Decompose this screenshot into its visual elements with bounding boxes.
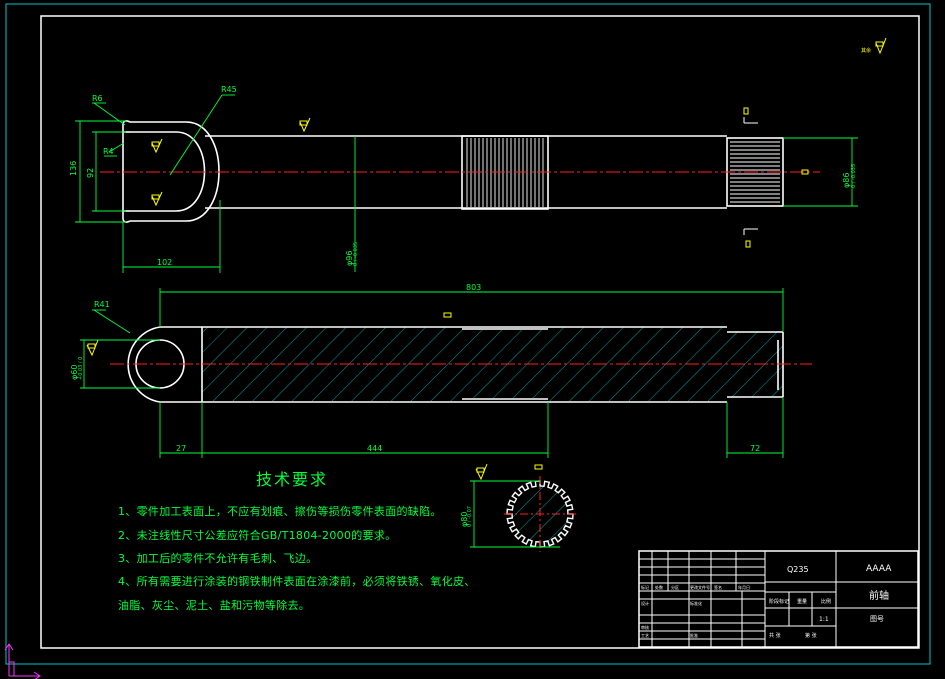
top-dimensions [75, 94, 858, 273]
dim-phi96: φ96 [345, 251, 354, 266]
svg-text:其余: 其余 [861, 47, 871, 54]
tech-requirement-line-4: 4、所有需要进行涂装的钢铁制件表面在涂漆前，必须将铁锈、氧化皮、 [118, 575, 476, 588]
zone-label: 分区 [671, 584, 679, 590]
spline-dim-labels: φ80 0 / -0.07 [460, 506, 473, 527]
tech-requirement-line-1: 1、零件加工表面上，不应有划痕、擦伤等损伤零件表面的缺陷。 [118, 505, 442, 518]
dim-92: 92 [86, 168, 95, 178]
review-label: 审核 [641, 624, 649, 630]
section-dim-labels: 803 27 444 72 R41 φ60 +0.03 / 0 [70, 283, 760, 453]
sign-label: 签名 [714, 584, 722, 590]
dim-phi80: φ80 [460, 512, 469, 527]
roughness-symbols: 其余 [86, 37, 887, 481]
tech-requirement-line-3: 3、加工后的零件不允许有毛刺、飞边。 [118, 552, 318, 565]
dim-r4: R4 [103, 147, 114, 156]
title-block [638, 550, 919, 648]
count-label: 处数 [655, 584, 663, 590]
standard-label: 标准化 [690, 600, 702, 606]
stage-label: 阶段标记 [769, 598, 789, 605]
dim-r41: R41 [94, 300, 110, 309]
section-marks [743, 117, 758, 235]
section-view [110, 326, 812, 403]
design-label: 设计 [641, 600, 649, 606]
dim-phi86: φ86 [842, 173, 851, 188]
change-doc-label: 更改文件号 [690, 584, 710, 590]
tech-requirements-title: 技术要求 [256, 470, 329, 489]
dim-72: 72 [750, 444, 760, 453]
material: Q235 [787, 565, 809, 574]
sheet-label: 第 张 [805, 632, 817, 639]
tech-requirement-line-2: 2、未注线性尺寸公差应符合GB/T1804-2000的要求。 [118, 529, 397, 542]
dim-803: 803 [466, 283, 481, 292]
drawing-frame [40, 15, 920, 649]
ucs-icon [4, 643, 41, 679]
rev-label: 标记 [641, 584, 649, 590]
drawing-no-label: 图号 [870, 615, 884, 623]
dim-136: 136 [69, 161, 78, 176]
dim-phi60-tol: +0.03 / 0 [78, 357, 84, 380]
process-label: 工艺 [641, 633, 649, 638]
scale-label: 比例 [821, 598, 831, 605]
spline-section [504, 476, 578, 552]
tech-requirement-line-5: 油脂、灰尘、泥土、盐和污物等除去。 [118, 599, 311, 612]
dim-27: 27 [176, 444, 186, 453]
company: AAAA [866, 564, 892, 574]
scale-value: 1:1 [819, 616, 829, 623]
dim-102: 102 [157, 258, 172, 267]
approve-label: 批准 [690, 632, 698, 638]
dim-phi80-tol: 0 / -0.07 [467, 506, 473, 527]
spline-dimensions [470, 480, 560, 548]
sheet-border [5, 3, 931, 665]
dim-phi86-tol: 0 / -0.035 [851, 164, 857, 188]
section-dimensions [80, 288, 784, 458]
dim-r45: R45 [221, 85, 237, 94]
top-dim-labels: R6 R45 R4 136 92 102 φ96 0 / -0.035 φ86 … [69, 85, 857, 267]
sheet-total-label: 共 张 [769, 632, 781, 639]
dim-r6: R6 [92, 94, 103, 103]
date-label: 年月日 [738, 584, 750, 590]
part-name: 前轴 [869, 589, 889, 602]
dim-444: 444 [367, 444, 382, 453]
dim-phi96-tol: 0 / -0.035 [353, 242, 359, 266]
section-letter-marks [443, 107, 809, 470]
dim-phi60: φ60 [70, 365, 79, 380]
weight-label: 重量 [797, 598, 807, 605]
title-block-text: Q235 AAAA 前轴 图号 阶段标记 重量 比例 1:1 共 张 第 张 标… [641, 564, 892, 639]
